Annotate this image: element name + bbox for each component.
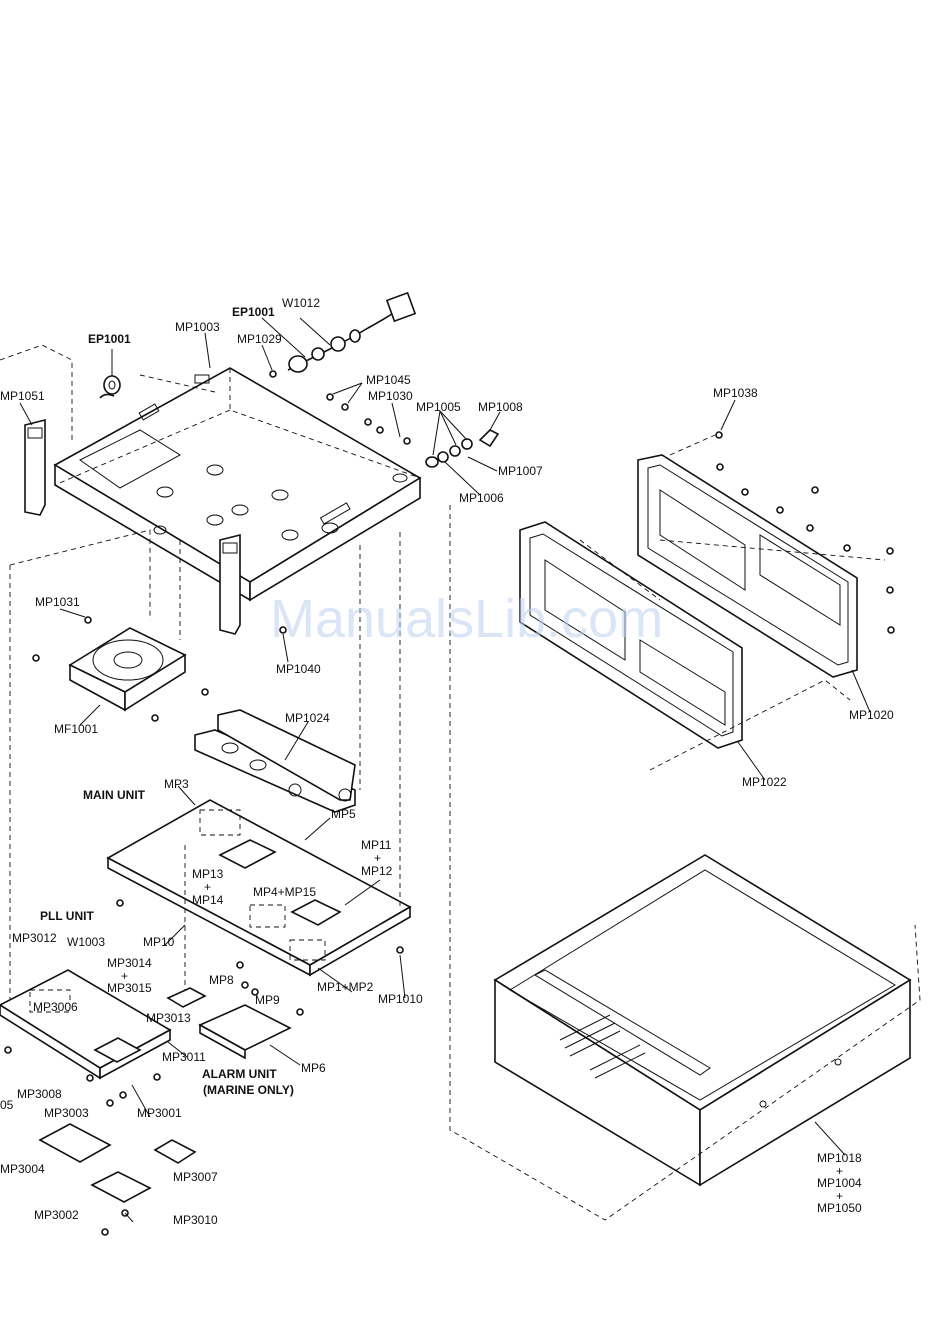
label-mp3007: MP3007 <box>173 1170 218 1184</box>
label-mp3006: MP3006 <box>33 1000 78 1014</box>
pll-unit-board <box>0 969 172 1080</box>
label-mp3015: MP3015 <box>107 981 152 995</box>
washers <box>425 429 500 468</box>
label-mp3003: MP3003 <box>44 1106 89 1120</box>
label-plus-a: + <box>374 851 381 865</box>
side-bracket-left <box>24 418 46 516</box>
power-connector <box>99 375 121 399</box>
label-ep1001-top: EP1001 <box>232 305 275 319</box>
label-plus-d: + <box>836 1164 843 1178</box>
label-mp10: MP10 <box>143 935 175 949</box>
label-mp1024: MP1024 <box>285 711 330 725</box>
label-plus-e: + <box>836 1189 843 1203</box>
part-labels: EP1001 MP1003 EP1001 W1012 MP1029 MP1051… <box>0 296 894 1227</box>
front-panel-mp1020 <box>637 454 858 678</box>
label-mp13: MP13 <box>192 867 224 881</box>
label-mp1038: MP1038 <box>713 386 758 400</box>
label-plus-b: + <box>204 880 211 894</box>
label-plus-c: + <box>121 969 128 983</box>
label-mp3002: MP3002 <box>34 1208 79 1222</box>
label-mp8: MP8 <box>209 973 234 987</box>
alignment-lines <box>0 344 921 1221</box>
label-mp3014: MP3014 <box>107 956 152 970</box>
side-bracket-middle <box>219 533 241 635</box>
label-mp3004: MP3004 <box>0 1162 45 1176</box>
label-w1012: W1012 <box>282 296 320 310</box>
label-mp1005: MP1005 <box>416 400 461 414</box>
cover-mp3007 <box>153 1139 197 1164</box>
label-mp1022: MP1022 <box>742 775 787 789</box>
label-mp1051: MP1051 <box>0 389 45 403</box>
label-mp3: MP3 <box>164 777 189 791</box>
rear-connector-plate <box>194 709 356 813</box>
label-ep1001-left: EP1001 <box>88 332 131 346</box>
label-mp12: MP12 <box>361 864 393 878</box>
label-marine-only: (MARINE ONLY) <box>203 1083 294 1097</box>
label-mp4-mp15: MP4+MP15 <box>253 885 316 899</box>
label-mp1031: MP1031 <box>35 595 80 609</box>
label-mp1008: MP1008 <box>478 400 523 414</box>
chassis-frame <box>53 367 422 602</box>
leader-lines <box>19 317 871 1223</box>
label-mp3012: MP3012 <box>12 931 57 945</box>
label-mp1040: MP1040 <box>276 662 321 676</box>
label-mp1030: MP1030 <box>368 389 413 403</box>
label-mp1018: MP1018 <box>817 1151 862 1165</box>
label-mp1050: MP1050 <box>817 1201 862 1215</box>
front-panel-mp1022 <box>519 521 743 749</box>
case-cover <box>493 854 912 1187</box>
label-alarm-unit: ALARM UNIT <box>202 1067 277 1081</box>
label-mp1006: MP1006 <box>459 491 504 505</box>
label-mp3013: MP3013 <box>146 1011 191 1025</box>
bracket-mp3002 <box>90 1171 152 1203</box>
label-pll-unit: PLL UNIT <box>40 909 94 923</box>
label-w1003: W1003 <box>67 935 105 949</box>
cooling-fan <box>68 627 187 712</box>
label-mp3001: MP3001 <box>137 1106 182 1120</box>
label-main-unit: MAIN UNIT <box>83 788 146 802</box>
label-mp1020: MP1020 <box>849 708 894 722</box>
label-mp9: MP9 <box>255 993 280 1007</box>
power-cable <box>287 291 417 373</box>
label-mp1010: MP1010 <box>378 992 423 1006</box>
label-mp1045: MP1045 <box>366 373 411 387</box>
label-mp3011: MP3011 <box>162 1050 206 1064</box>
label-mp3010: MP3010 <box>173 1213 218 1227</box>
main-unit-board <box>106 799 412 977</box>
label-mp5: MP5 <box>331 807 356 821</box>
label-mp1029: MP1029 <box>237 332 282 346</box>
label-mp3008: MP3008 <box>17 1087 62 1101</box>
shield-mp3004 <box>38 1123 112 1163</box>
alarm-unit-shield <box>198 1004 292 1060</box>
label-mp14: MP14 <box>192 893 224 907</box>
label-mf1001: MF1001 <box>54 722 98 736</box>
label-mp11: MP11 <box>361 838 392 852</box>
label-mp1-mp2: MP1+MP2 <box>317 980 374 994</box>
label-mp1003: MP1003 <box>175 320 220 334</box>
watermark: ManualsLib.com <box>270 589 663 649</box>
label-mp1007: MP1007 <box>498 464 543 478</box>
label-05: 05 <box>0 1098 14 1112</box>
bracket-mp3013 <box>166 987 207 1008</box>
label-mp1004: MP1004 <box>817 1176 862 1190</box>
label-mp6: MP6 <box>301 1061 326 1075</box>
